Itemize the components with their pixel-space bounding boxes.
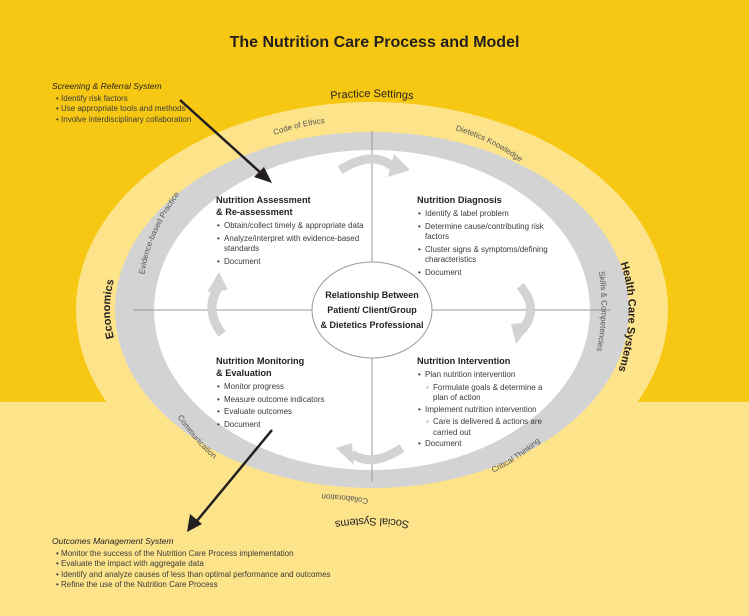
outcomes-arrow-icon (195, 429, 273, 523)
assessment-title-line2: & Re-assessment (216, 207, 293, 217)
monitoring-item: Evaluate outcomes (216, 407, 356, 418)
screening-item: Use appropriate tools and methods (56, 104, 191, 115)
center-oval (311, 261, 433, 359)
intervention-subitem: Formulate goals & determine a plan of ac… (417, 383, 547, 404)
outcomes-panel: Outcomes Management System Monitor the s… (52, 536, 331, 591)
outer-label-left: Economics (101, 278, 117, 340)
intervention-quadrant: Nutrition Intervention Plan nutrition in… (417, 355, 547, 452)
screening-item: Identify risk factors (56, 94, 191, 105)
monitoring-item: Document (216, 420, 356, 431)
intervention-title: Nutrition Intervention (417, 356, 511, 366)
diagnosis-item: Document (417, 268, 552, 279)
intervention-subitem: Care is delivered & actions are carried … (417, 417, 547, 438)
assessment-item: Document (216, 257, 366, 268)
screening-arrow-icon (179, 99, 263, 175)
screening-title: Screening & Referral System (52, 81, 162, 91)
arrow-top-head-icon (388, 154, 410, 177)
outcomes-item: Identify and analyze causes of less than… (56, 570, 331, 581)
diagnosis-title: Nutrition Diagnosis (417, 195, 502, 205)
outcomes-title: Outcomes Management System (52, 536, 174, 546)
outer-label-top: Practice Settings (330, 88, 415, 102)
outcomes-arrowhead-icon (187, 514, 202, 532)
monitoring-item: Measure outcome indicators (216, 395, 356, 406)
outcomes-item: Refine the use of the Nutrition Care Pro… (56, 580, 331, 591)
intervention-item: Implement nutrition intervention (417, 405, 547, 416)
arrow-bottom-head-icon (336, 443, 354, 465)
assessment-quadrant: Nutrition Assessment & Re-assessment Obt… (216, 194, 366, 269)
arrow-right-head-icon (511, 322, 533, 344)
screening-item: Involve interdisciplinary collaboration (56, 115, 191, 126)
diagnosis-item: Cluster signs & symptoms/defining charac… (417, 245, 552, 266)
outcomes-item: Evaluate the impact with aggregate data (56, 559, 331, 570)
monitoring-title-line1: Nutrition Monitoring (216, 356, 305, 366)
center-line3: & Dietetics Professional (320, 320, 424, 330)
diagnosis-quadrant: Nutrition Diagnosis Identify & label pro… (417, 194, 552, 280)
outcomes-item: Monitor the success of the Nutrition Car… (56, 549, 331, 560)
screening-panel: Screening & Referral System Identify ris… (52, 81, 191, 125)
intervention-item: Plan nutrition intervention (417, 370, 547, 381)
monitoring-item: Monitor progress (216, 382, 356, 393)
arrow-top-icon (337, 154, 395, 174)
arrow-bottom-icon (349, 444, 405, 465)
center-line2: Patient/ Client/Group (327, 305, 417, 315)
monitoring-title-line2: & Evaluation (216, 368, 272, 378)
page-title: The Nutrition Care Process and Model (229, 34, 520, 51)
diagnosis-item: Identify & label problem (417, 209, 552, 220)
arrow-left-head-icon (207, 272, 228, 292)
monitoring-quadrant: Nutrition Monitoring & Evaluation Monito… (216, 355, 356, 432)
assessment-item: Analyze/interpret with evidence-based st… (216, 234, 366, 255)
diagnosis-item: Determine cause/contributing risk factor… (417, 222, 552, 243)
assessment-title-line1: Nutrition Assessment (216, 195, 311, 205)
assessment-item: Obtain/collect timely & appropriate data (216, 221, 366, 232)
outer-label-bottom: Social Systems (334, 515, 410, 530)
intervention-item: Document (417, 439, 547, 450)
arrow-left-icon (207, 285, 226, 337)
center-relationship-text: Relationship Between Patient/ Client/Gro… (311, 288, 433, 333)
center-line1: Relationship Between (325, 290, 419, 300)
screening-arrowhead-icon (254, 167, 272, 183)
